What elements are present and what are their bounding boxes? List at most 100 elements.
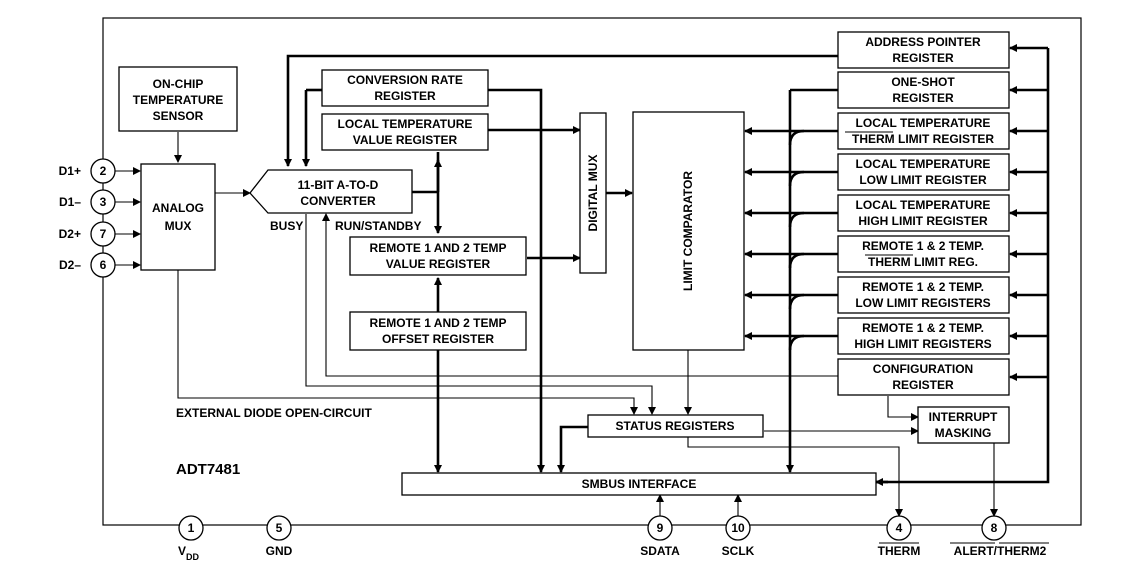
remote-offset-line-1: REMOTE 1 AND 2 TEMP <box>370 316 507 330</box>
local-therm-line-1: LOCAL TEMPERATURE <box>856 116 991 130</box>
analog-mux-block: ANALOG MUX <box>140 163 216 271</box>
limit-comparator-label: LIMIT COMPARATOR <box>681 171 695 291</box>
pin-number: 5 <box>276 521 283 535</box>
local-high-line-2: HIGH LIMIT REGISTER <box>858 214 988 228</box>
pin-6: D2– 6 <box>59 252 116 278</box>
remote-therm-line-2: THERM LIMIT REG. <box>868 255 978 269</box>
conversion-rate-block: CONVERSION RATE REGISTER <box>321 69 489 107</box>
local-value-line-1: LOCAL TEMPERATURE <box>338 117 473 131</box>
address-pointer-line-2: REGISTER <box>892 51 954 65</box>
remote-offset-block: REMOTE 1 AND 2 TEMP OFFSET REGISTER <box>349 311 527 351</box>
digital-mux-label: DIGITAL MUX <box>586 155 600 232</box>
pin-name: THERM <box>878 544 921 558</box>
pin-number: 7 <box>100 227 107 241</box>
pin-name: SCLK <box>722 544 755 558</box>
remote-low-line-2: LOW LIMIT REGISTERS <box>855 296 990 310</box>
adc-block: 11-BIT A-TO-D CONVERTER <box>249 169 413 214</box>
open-circuit-label: EXTERNAL DIODE OPEN-CIRCUIT <box>176 406 372 420</box>
status-block: STATUS REGISTERS <box>587 414 764 438</box>
sensor-line-2: TEMPERATURE <box>133 93 223 107</box>
pin-name: D1– <box>59 195 81 209</box>
pin-name: D2+ <box>59 227 81 241</box>
configuration-block: CONFIGURATION REGISTER <box>837 358 1010 396</box>
pin-number: 2 <box>100 164 107 178</box>
pin-name: D2– <box>59 258 81 272</box>
pin-name: GND <box>266 544 293 558</box>
pin-8: 8 ALERT/THERM2 <box>950 515 1049 558</box>
pin-name-subscript: DD <box>186 552 199 562</box>
pin-10: 10 SCLK <box>722 515 755 558</box>
smbus-label: SMBUS INTERFACE <box>582 477 697 491</box>
remote-low-block: REMOTE 1 & 2 TEMP. LOW LIMIT REGISTERS <box>837 276 1010 314</box>
one-shot-line-1: ONE-SHOT <box>891 75 955 89</box>
run-standby-label: RUN/STANDBY <box>335 219 421 233</box>
conversion-rate-line-2: REGISTER <box>374 89 436 103</box>
local-value-line-2: VALUE REGISTER <box>353 133 458 147</box>
bottom-pins: 1 VDD 5 GND 9 SDATA 10 SCLK 4 THERM 8 AL… <box>178 515 1049 562</box>
remote-high-line-1: REMOTE 1 & 2 TEMP. <box>862 321 984 335</box>
one-shot-block: ONE-SHOT REGISTER <box>837 71 1010 109</box>
remote-offset-line-2: OFFSET REGISTER <box>382 332 494 346</box>
analog-mux-line-1: ANALOG <box>152 201 204 215</box>
address-pointer-line-1: ADDRESS POINTER <box>865 35 981 49</box>
wires <box>115 44 1050 517</box>
pin-2: D1+ 2 <box>59 158 116 184</box>
one-shot-line-2: REGISTER <box>892 91 954 105</box>
configuration-line-2: REGISTER <box>892 378 954 392</box>
local-low-line-2: LOW LIMIT REGISTER <box>859 173 987 187</box>
limit-comparator-block: LIMIT COMPARATOR <box>632 111 745 351</box>
analog-mux-line-2: MUX <box>165 219 192 233</box>
pin-name: VDD <box>178 544 200 562</box>
conversion-rate-line-1: CONVERSION RATE <box>347 73 463 87</box>
pin-number: 6 <box>100 258 107 272</box>
sensor-line-3: SENSOR <box>153 109 204 123</box>
remote-high-line-2: HIGH LIMIT REGISTERS <box>854 337 991 351</box>
pin-name: ALERT/THERM2 <box>954 544 1047 558</box>
remote-value-line-1: REMOTE 1 AND 2 TEMP <box>370 241 507 255</box>
interrupt-block: INTERRUPT MASKING <box>917 406 1010 444</box>
sensor-line-1: ON-CHIP <box>153 77 204 91</box>
pin-number: 3 <box>100 195 107 209</box>
remote-value-block: REMOTE 1 AND 2 TEMP VALUE REGISTER <box>349 236 527 276</box>
remote-therm-block: REMOTE 1 & 2 TEMP. THERM LIMIT REG. <box>837 235 1010 273</box>
pin-1: 1 VDD <box>178 515 204 562</box>
local-low-block: LOCAL TEMPERATURE LOW LIMIT REGISTER <box>837 153 1010 191</box>
local-therm-block: LOCAL TEMPERATURE THERM LIMIT REGISTER <box>837 112 1010 150</box>
status-label: STATUS REGISTERS <box>616 419 735 433</box>
remote-high-block: REMOTE 1 & 2 TEMP. HIGH LIMIT REGISTERS <box>837 317 1010 355</box>
pin-name-main: V <box>178 544 186 558</box>
interrupt-line-2: MASKING <box>935 426 992 440</box>
address-pointer-block: ADDRESS POINTER REGISTER <box>837 31 1010 69</box>
local-high-block: LOCAL TEMPERATURE HIGH LIMIT REGISTER <box>837 194 1010 232</box>
pin-3: D1– 3 <box>59 189 116 215</box>
pin-4: 4 THERM <box>878 515 921 558</box>
sensor-block: ON-CHIP TEMPERATURE SENSOR <box>118 66 238 132</box>
pin-number: 8 <box>991 521 998 535</box>
pin-7: D2+ 7 <box>59 221 116 247</box>
busy-label: BUSY <box>270 219 303 233</box>
configuration-line-1: CONFIGURATION <box>873 362 973 376</box>
local-therm-line-2: THERM LIMIT REGISTER <box>852 132 994 146</box>
digital-mux-block: DIGITAL MUX <box>579 112 607 274</box>
remote-therm-line-1: REMOTE 1 & 2 TEMP. <box>862 239 984 253</box>
pin-number: 4 <box>896 521 903 535</box>
pin-number: 10 <box>731 521 745 535</box>
pin-name: D1+ <box>59 164 81 178</box>
pin-5: 5 GND <box>266 515 293 558</box>
local-low-line-1: LOCAL TEMPERATURE <box>856 157 991 171</box>
pin-9: 9 SDATA <box>640 515 680 558</box>
smbus-block: SMBUS INTERFACE <box>401 472 877 496</box>
local-high-line-1: LOCAL TEMPERATURE <box>856 198 991 212</box>
device-name: ADT7481 <box>176 461 240 478</box>
adc-line-1: 11-BIT A-TO-D <box>298 178 379 192</box>
pin-name: SDATA <box>640 544 680 558</box>
left-pins: D1+ 2 D1– 3 D2+ 7 D2– 6 <box>59 158 116 278</box>
remote-value-line-2: VALUE REGISTER <box>386 257 491 271</box>
interrupt-line-1: INTERRUPT <box>929 410 998 424</box>
adc-line-2: CONVERTER <box>300 194 376 208</box>
pin-number: 1 <box>188 521 195 535</box>
local-value-block: LOCAL TEMPERATURE VALUE REGISTER <box>321 113 489 151</box>
pin-number: 9 <box>657 521 664 535</box>
remote-low-line-1: REMOTE 1 & 2 TEMP. <box>862 280 984 294</box>
